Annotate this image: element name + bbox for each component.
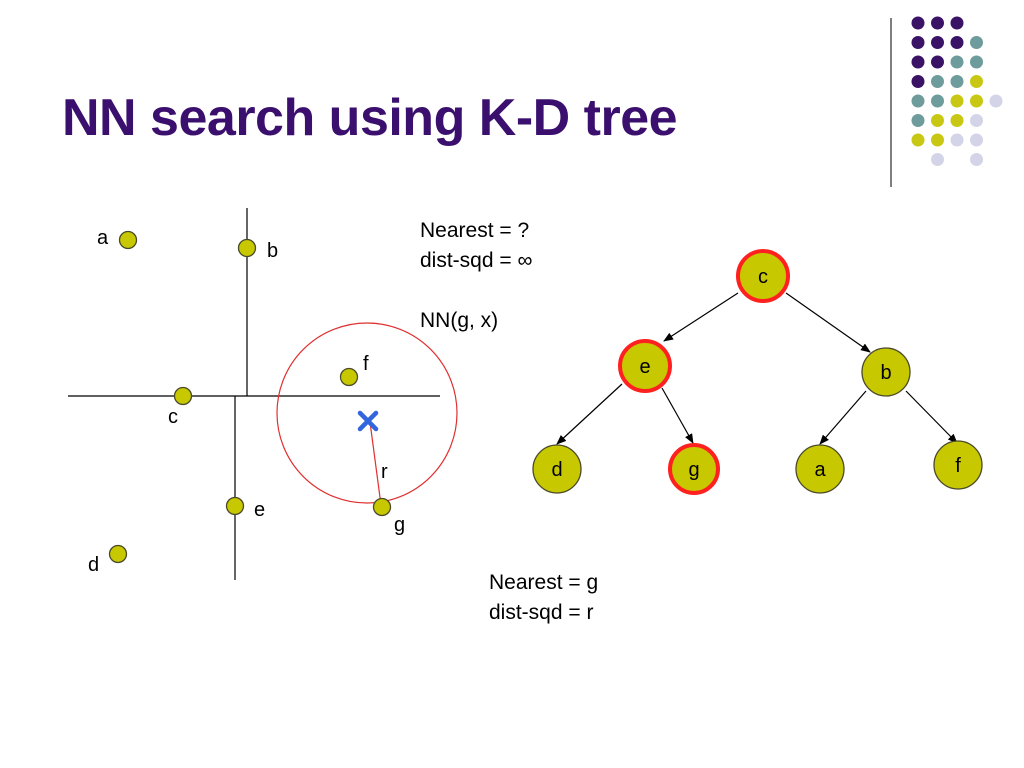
nearest-final: Nearest = g bbox=[489, 571, 599, 594]
grid-dot bbox=[970, 114, 983, 127]
dist-final: dist-sqd = r bbox=[489, 601, 594, 624]
grid-dot bbox=[931, 55, 944, 69]
grid-dot bbox=[911, 55, 925, 69]
grid-dot bbox=[950, 114, 964, 127]
grid-dot bbox=[931, 94, 944, 108]
grid-dot bbox=[950, 16, 964, 30]
grid-dot bbox=[950, 55, 964, 69]
nearest-initial: Nearest = ? bbox=[420, 219, 530, 242]
grid-dot bbox=[931, 75, 944, 88]
grid-dot bbox=[950, 75, 964, 88]
grid-dot bbox=[911, 94, 925, 108]
grid-dot bbox=[950, 36, 964, 49]
edge-b-a bbox=[819, 390, 867, 445]
data-points bbox=[108, 230, 392, 564]
tree-nodes: c e b d g a f bbox=[532, 249, 983, 495]
grid-dot bbox=[970, 94, 983, 108]
tree-node-f: f bbox=[933, 440, 983, 490]
tree-node-label-d: d bbox=[551, 459, 562, 481]
tree-node-label-b: b bbox=[880, 362, 891, 384]
grid-dot bbox=[950, 94, 964, 108]
edge-e-d bbox=[556, 383, 623, 445]
grid-dot bbox=[911, 75, 925, 88]
tree-node-label-e: e bbox=[639, 356, 650, 378]
edge-b-f bbox=[905, 390, 958, 444]
grid-dot bbox=[970, 133, 983, 147]
point-f bbox=[339, 367, 359, 387]
tree-node-label-f: f bbox=[955, 455, 961, 477]
edge-c-e bbox=[663, 292, 739, 342]
grid-dot bbox=[931, 153, 944, 166]
tree-node-a: a bbox=[795, 444, 845, 494]
point-label-f: f bbox=[363, 353, 369, 375]
page-title: NN search using K-D tree bbox=[62, 89, 678, 147]
point-d bbox=[108, 544, 128, 564]
point-label-a: a bbox=[97, 227, 109, 249]
dist-initial: dist-sqd = ∞ bbox=[420, 249, 533, 272]
point-label-c: c bbox=[168, 406, 178, 428]
point-label-g: g bbox=[394, 514, 405, 536]
grid-dot bbox=[911, 133, 925, 147]
tree-edges bbox=[556, 292, 958, 445]
point-label-b: b bbox=[267, 240, 278, 262]
grid-dot bbox=[970, 36, 983, 49]
point-labels: a b f c r e g d bbox=[88, 227, 405, 576]
partition-lines bbox=[68, 208, 440, 580]
point-c bbox=[173, 386, 193, 406]
grid-dot bbox=[989, 94, 1003, 108]
tree-node-label-c: c bbox=[758, 266, 768, 288]
tree-node-e: e bbox=[618, 339, 672, 393]
edge-c-b bbox=[785, 292, 871, 353]
nn-call: NN(g, x) bbox=[420, 309, 499, 332]
point-b bbox=[237, 238, 257, 258]
tree-node-label-g: g bbox=[688, 459, 699, 481]
grid-dot bbox=[931, 133, 944, 147]
grid-dot bbox=[970, 55, 983, 69]
point-e bbox=[225, 496, 245, 516]
status-final: Nearest = g dist-sqd = r bbox=[489, 568, 598, 628]
point-label-d: d bbox=[88, 554, 99, 576]
edge-e-g bbox=[661, 387, 694, 444]
query-point-icon bbox=[357, 410, 379, 432]
grid-dot bbox=[931, 16, 944, 30]
grid-dot bbox=[911, 36, 925, 49]
point-a bbox=[118, 230, 138, 250]
tree-node-b: b bbox=[861, 347, 911, 397]
status-initial: Nearest = ? dist-sqd = ∞ NN(g, x) bbox=[420, 216, 532, 336]
radius-line bbox=[369, 421, 382, 506]
grid-dot bbox=[970, 75, 983, 88]
grid-dot bbox=[950, 133, 964, 147]
radius-label-r: r bbox=[381, 461, 388, 483]
grid-dot bbox=[931, 36, 944, 49]
tree-node-c: c bbox=[736, 249, 790, 303]
tree-node-label-a: a bbox=[814, 459, 826, 481]
point-g bbox=[372, 497, 392, 517]
grid-dot bbox=[970, 153, 983, 166]
grid-dot bbox=[931, 114, 944, 127]
tree-node-d: d bbox=[532, 444, 582, 494]
point-label-e: e bbox=[254, 499, 265, 521]
search-radius-circle bbox=[276, 322, 458, 504]
dot-grid-icon bbox=[911, 16, 1003, 166]
grid-dot bbox=[911, 16, 925, 30]
grid-dot bbox=[911, 114, 925, 127]
tree-node-g: g bbox=[668, 443, 720, 495]
